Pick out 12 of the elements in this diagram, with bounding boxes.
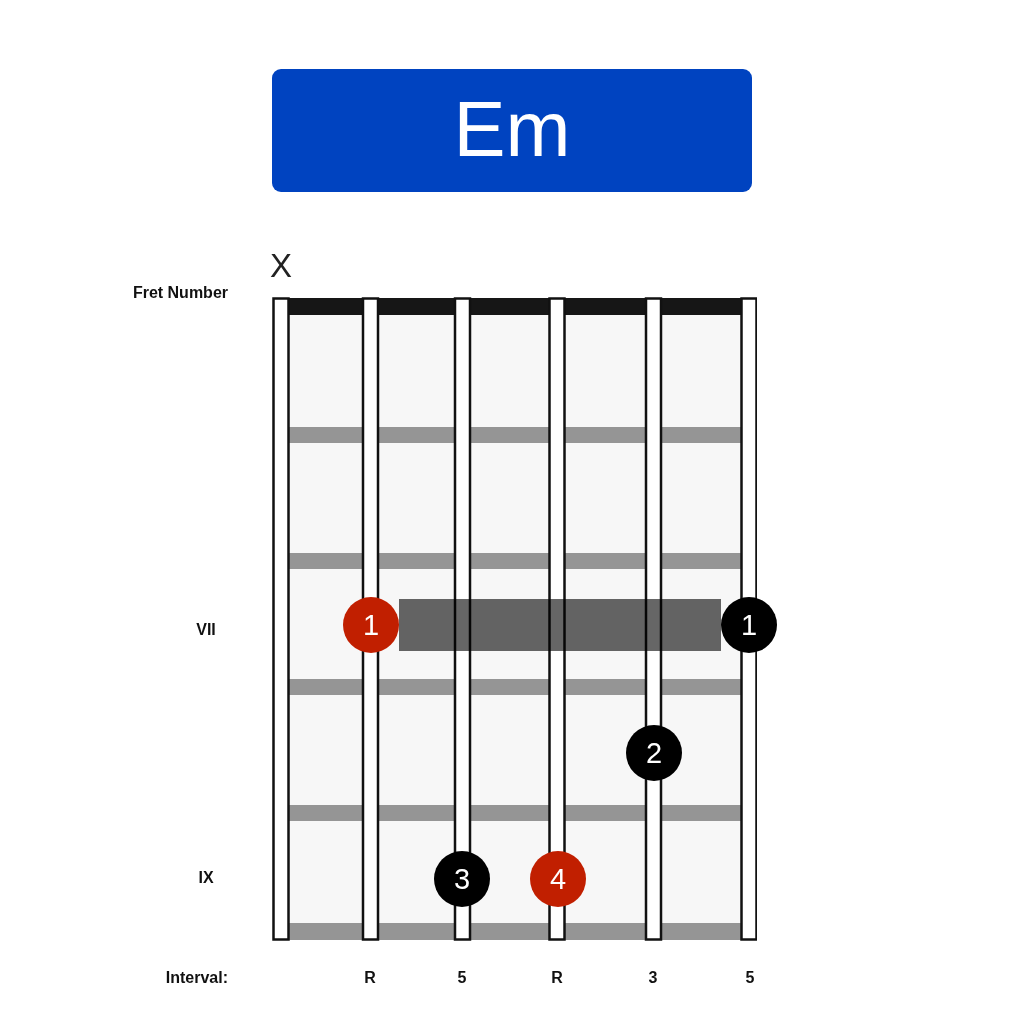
- interval-heading: Interval:: [165, 969, 228, 987]
- finger-dot: 1: [721, 597, 777, 653]
- fret-number: IX: [198, 869, 214, 887]
- fret-number-heading: Fret Number: [132, 284, 228, 302]
- interval-label: R: [551, 969, 563, 987]
- interval-label: 5: [745, 969, 755, 987]
- fret-number: VII: [196, 621, 216, 639]
- interval-label: R: [364, 969, 376, 987]
- muted-string-mark: X: [270, 248, 292, 282]
- chord-title-banner: Em: [272, 69, 752, 192]
- interval-label: 5: [457, 969, 467, 987]
- interval-label: 3: [648, 969, 658, 987]
